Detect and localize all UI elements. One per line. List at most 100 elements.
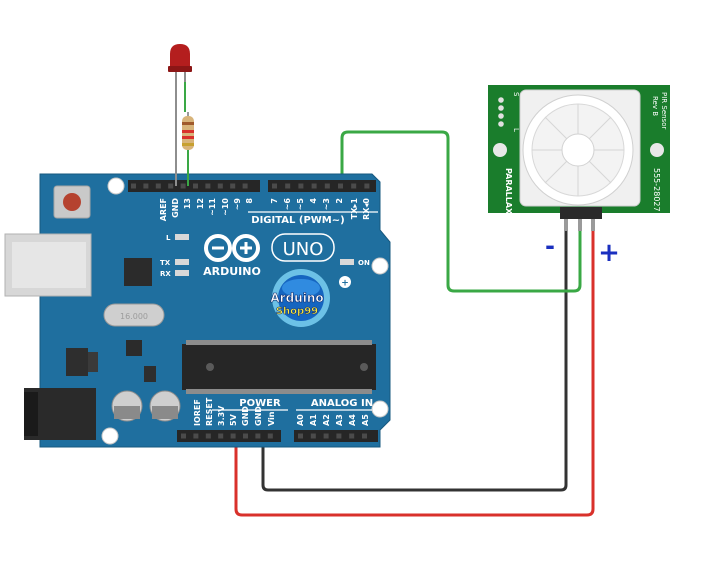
pin-label: A1 xyxy=(309,414,318,426)
arduino-infinity-logo xyxy=(204,234,260,262)
pin-label: Vin xyxy=(267,411,276,426)
led-body xyxy=(170,44,190,70)
header-pin[interactable] xyxy=(168,183,174,189)
led-l-label: L xyxy=(166,234,171,242)
vcc-wire-red[interactable] xyxy=(234,225,595,517)
pin-label: A0 xyxy=(296,414,305,426)
pin-label: ~5 xyxy=(296,198,305,211)
pir-pin-s: S xyxy=(512,92,520,97)
header-pin[interactable] xyxy=(298,433,303,439)
voltage-regulator xyxy=(66,348,88,376)
pir-sensor[interactable]: S L PARALLAX PIR Sensor Rev B 555-28027 xyxy=(488,85,670,231)
digital-header-right xyxy=(268,180,376,192)
header-pin[interactable] xyxy=(272,183,277,189)
pin-label: RESET xyxy=(205,397,214,426)
pin-label: 5V xyxy=(229,413,238,426)
pin-label: AREF xyxy=(159,198,168,221)
header-pin[interactable] xyxy=(143,183,149,189)
header-pin[interactable] xyxy=(193,183,198,189)
jumper-dot xyxy=(498,97,504,103)
header-pin[interactable] xyxy=(255,433,261,439)
pin-label: 2 xyxy=(335,198,344,204)
header-pin[interactable] xyxy=(205,183,211,189)
led-l xyxy=(175,234,189,240)
pin-label: TX▸1 xyxy=(350,198,359,220)
reset-button[interactable] xyxy=(63,193,81,211)
header-pin[interactable] xyxy=(323,433,329,439)
top-header-pins xyxy=(131,183,370,189)
header-pin[interactable] xyxy=(242,183,248,189)
header-pin[interactable] xyxy=(267,433,273,439)
header-pin[interactable] xyxy=(217,183,223,189)
mounting-hole xyxy=(107,177,125,195)
pin-label: 7 xyxy=(270,198,279,204)
pir-brand: PARALLAX xyxy=(504,168,513,215)
pin-label: ~11 xyxy=(208,198,217,216)
pir-pin-vcc xyxy=(591,219,595,231)
pin-label: 12 xyxy=(196,198,205,209)
pin-label: 3.3V xyxy=(217,405,226,426)
uno-label: UNO xyxy=(283,239,324,260)
arduino-brand: ARDUINO xyxy=(203,265,261,278)
header-pin[interactable] xyxy=(131,183,136,189)
header-pin[interactable] xyxy=(193,433,199,439)
resistor[interactable] xyxy=(182,112,194,186)
header-pin[interactable] xyxy=(362,433,367,439)
wires xyxy=(234,130,595,517)
header-pin[interactable] xyxy=(349,433,355,439)
pir-name: PIR Sensor xyxy=(660,92,668,129)
power-label: POWER xyxy=(239,398,281,409)
mounting-hole xyxy=(101,427,119,445)
header-pin[interactable] xyxy=(155,183,161,189)
header-pin[interactable] xyxy=(285,183,291,189)
header-pin[interactable] xyxy=(310,433,316,439)
plus-marker-icon xyxy=(339,276,351,288)
pir-lens-center xyxy=(561,133,595,167)
pir-part-number: 555-28027 xyxy=(652,168,661,212)
header-pin[interactable] xyxy=(230,183,236,189)
pir-pin-l: L xyxy=(512,128,520,132)
signal-wire-green[interactable] xyxy=(340,130,582,293)
header-pin[interactable] xyxy=(336,433,342,439)
minus-polarity-label: - xyxy=(545,232,555,260)
jumper-dot xyxy=(498,121,504,127)
power-jack-front xyxy=(24,392,38,436)
resistor-band xyxy=(182,143,194,146)
header-pin[interactable] xyxy=(364,183,370,189)
header-pin[interactable] xyxy=(324,183,330,189)
header-pin[interactable] xyxy=(205,433,211,439)
jumper-dot xyxy=(498,105,504,111)
led-tx-label: TX xyxy=(160,259,171,267)
header-pin[interactable] xyxy=(243,433,248,439)
header-pin[interactable] xyxy=(338,183,343,189)
gnd-wire-black[interactable] xyxy=(261,225,568,492)
pir-rev: Rev B xyxy=(651,96,659,116)
led-on-label: ON xyxy=(358,259,370,267)
chip-notch xyxy=(206,363,214,371)
pir-pin-gnd xyxy=(564,219,568,231)
header-pin[interactable] xyxy=(311,183,317,189)
resistor-band xyxy=(182,136,194,139)
analog-header xyxy=(294,430,378,442)
header-pin[interactable] xyxy=(180,183,186,189)
led-tx xyxy=(175,259,189,265)
header-pin[interactable] xyxy=(298,183,304,189)
header-pin[interactable] xyxy=(181,433,186,439)
plus-polarity-label: + xyxy=(598,238,620,268)
transistor xyxy=(144,366,156,382)
chip-pins-bottom xyxy=(186,389,372,394)
jumper-dot xyxy=(498,113,504,119)
usb-chip xyxy=(124,258,152,286)
crystal-oscillator xyxy=(103,303,165,327)
header-pin[interactable] xyxy=(351,183,357,189)
pin-label: GND xyxy=(171,198,180,218)
small-chip xyxy=(126,340,142,356)
plus-marker-glyph: + xyxy=(341,279,349,289)
regulator-tab xyxy=(88,352,98,372)
header-pin[interactable] xyxy=(218,433,224,439)
bottom-header-pins xyxy=(181,433,367,439)
pin-label: A3 xyxy=(335,414,344,426)
header-pin[interactable] xyxy=(230,433,236,439)
